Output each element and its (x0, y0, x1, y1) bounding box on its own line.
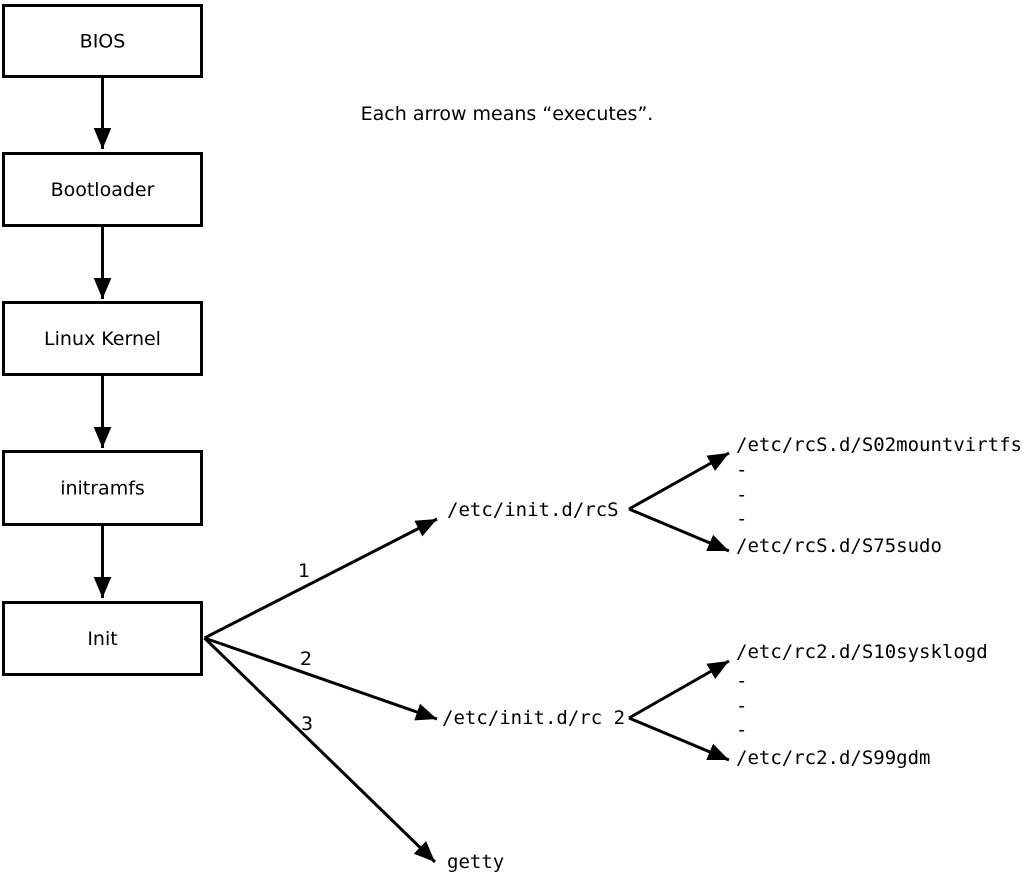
arrow-rcs-to-s02mountvirtfs (628, 451, 730, 511)
branch-order-1-label: 1 (298, 560, 310, 582)
init-label: Init (87, 628, 117, 650)
linux-kernel-box (2, 301, 203, 376)
arrow-init-to-rcs (203, 517, 438, 640)
arrow-init-to-rc2 (204, 636, 438, 721)
s02mountvirtfs-label: /etc/rcS.d/S02mountvirtfs (736, 434, 1022, 456)
initramfs-label: initramfs (60, 478, 145, 500)
branch-order-2-label: 2 (300, 648, 312, 670)
arrow-rcs-to-s75sudo (628, 507, 730, 553)
s10sysklogd-label: /etc/rc2.d/S10sysklogd (736, 641, 988, 663)
linux-kernel-label: Linux Kernel (44, 328, 161, 350)
bootloader-box (2, 152, 203, 227)
branch-order-3-label: 3 (301, 713, 313, 735)
init-box (2, 601, 203, 676)
getty-label: getty (447, 851, 504, 873)
arrow-init-to-getty (203, 636, 437, 864)
legend-note: Each arrow means “executes”. (361, 103, 654, 125)
s75sudo-label: /etc/rcS.d/S75sudo (736, 535, 942, 557)
initramfs-box (2, 450, 203, 526)
rc2-ellipsis-dash-2: - (736, 695, 747, 717)
rcs-ellipsis-dash-3: - (736, 508, 747, 530)
rc2-ellipsis-dash-3: - (736, 719, 747, 741)
s99gdm-label: /etc/rc2.d/S99gdm (736, 747, 930, 769)
arrow-rc2-to-s10sysklogd (628, 659, 730, 720)
rc2-script-label: /etc/init.d/rc 2 (442, 707, 625, 729)
arrow-rc2-to-s99gdm (628, 716, 730, 762)
rc2-ellipsis-dash-1: - (736, 670, 747, 692)
rcs-script-label: /etc/init.d/rcS (447, 499, 619, 521)
bootloader-label: Bootloader (51, 179, 155, 201)
rcs-ellipsis-dash-2: - (736, 484, 747, 506)
rcs-ellipsis-dash-1: - (736, 459, 747, 481)
bios-box (2, 4, 203, 78)
bios-label: BIOS (80, 31, 126, 53)
